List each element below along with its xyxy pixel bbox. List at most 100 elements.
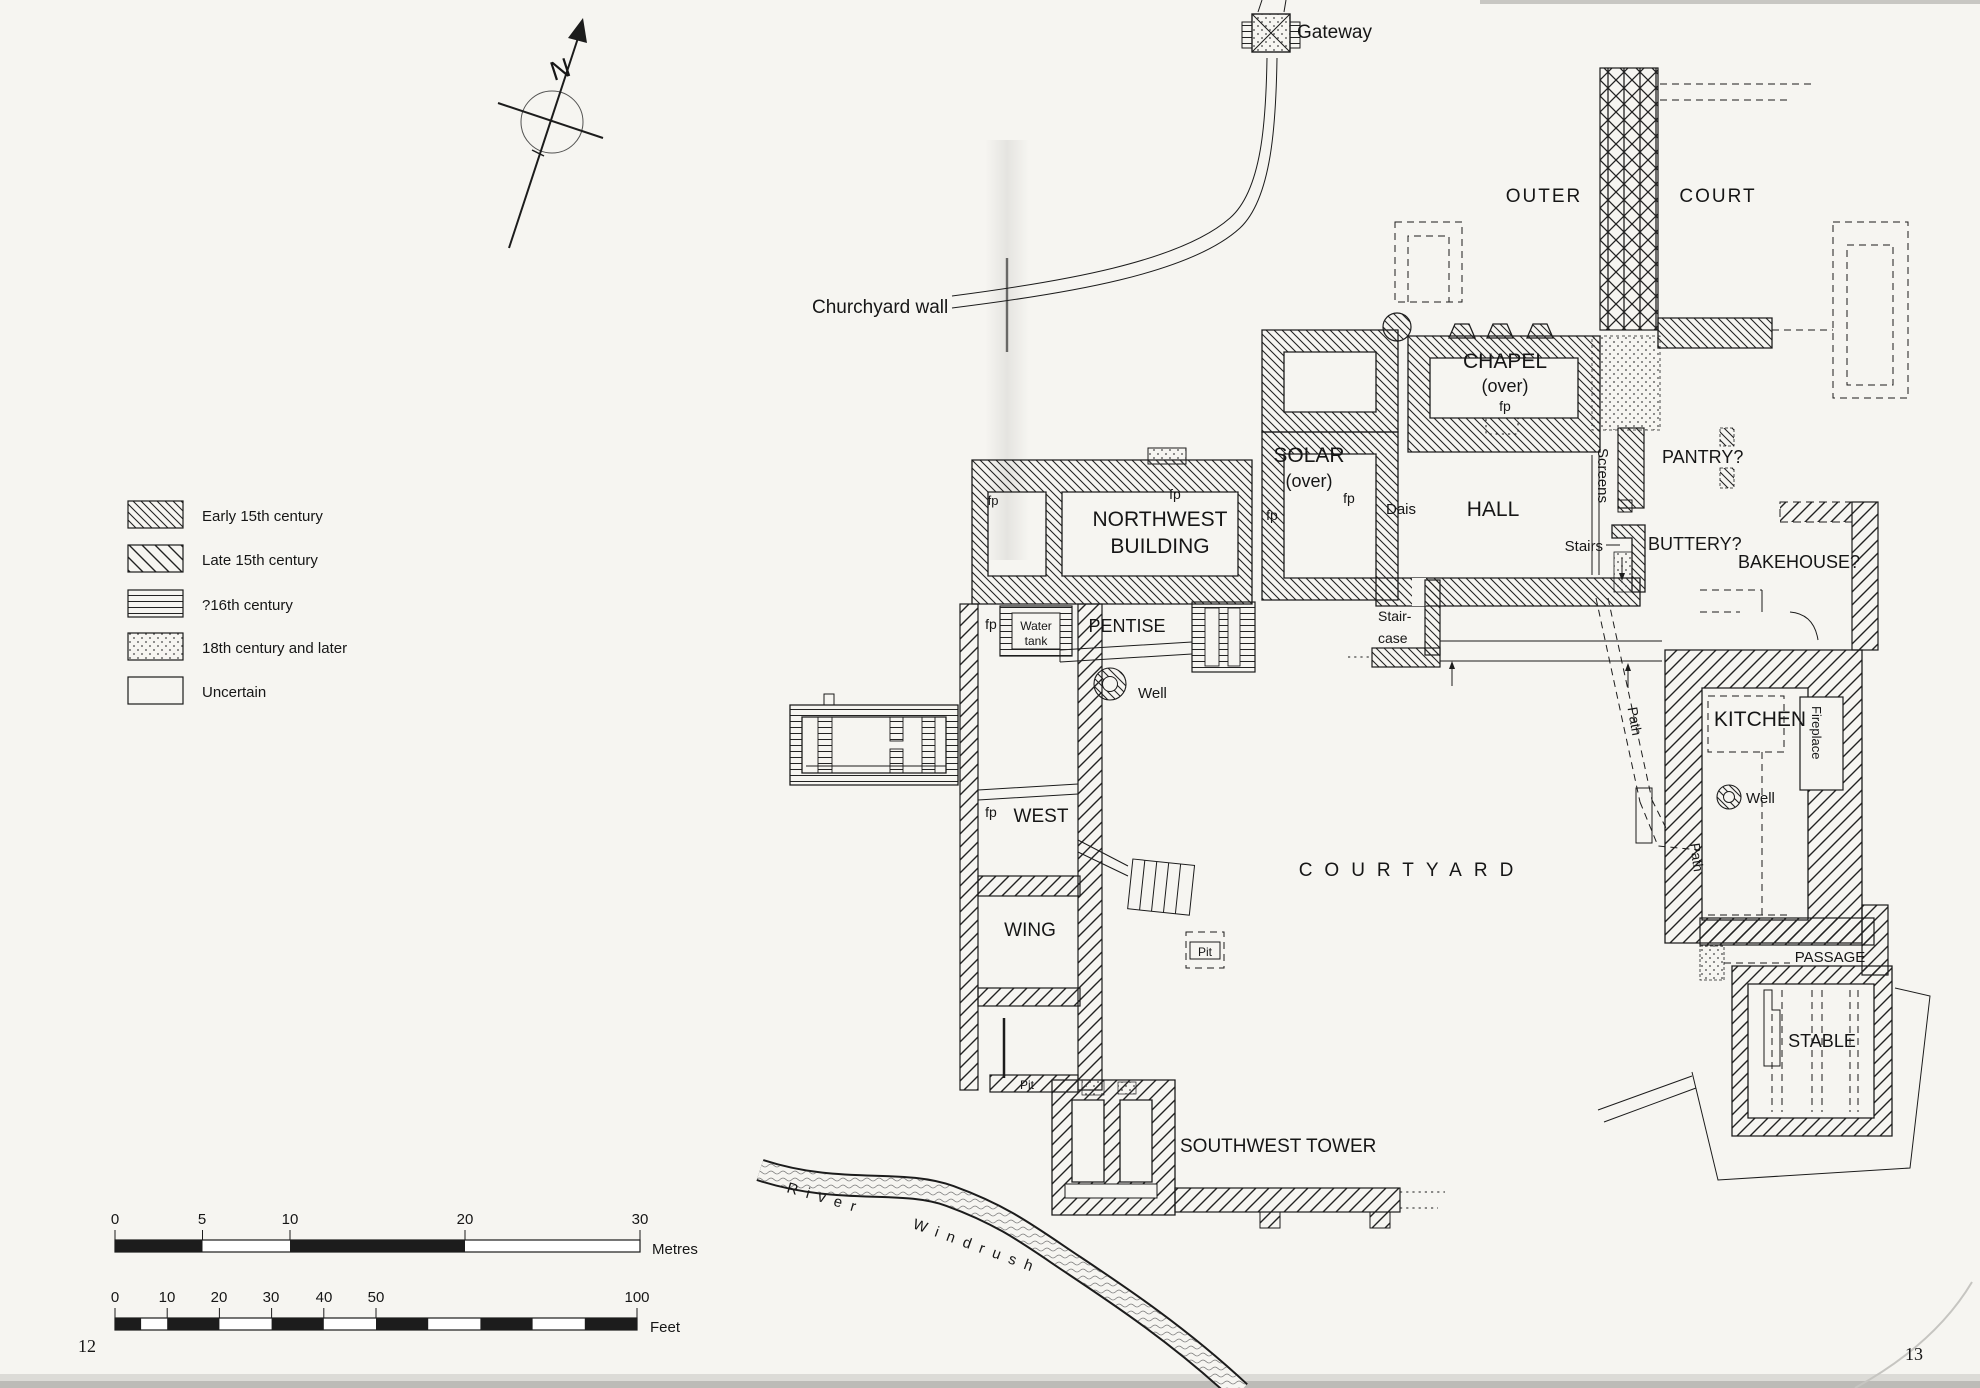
gateway-approach-ticks	[1257, 0, 1287, 13]
west-wing-thin-partition	[977, 783, 1079, 801]
feet-seg-5	[480, 1318, 533, 1330]
feet-tick-0: 0	[111, 1289, 119, 1306]
north-arrow-cross-line	[497, 102, 604, 139]
chapel-buttress-2	[1486, 323, 1514, 339]
legend-swatch-early15	[127, 500, 184, 529]
dashed-rect-north-2	[1407, 235, 1450, 302]
label-water: Water	[1020, 619, 1052, 633]
stairs-stipple	[1613, 551, 1633, 593]
outbuilding-partition-2b	[889, 748, 904, 774]
room-above-solar-walls	[1261, 329, 1399, 433]
southwest-tower	[1051, 1079, 1176, 1216]
northwest-building-walls	[971, 459, 1253, 605]
scale-bar-metres: 0 5 10 20 30 Metres	[111, 1211, 698, 1258]
chapel-fireplace-recess	[1485, 417, 1519, 435]
tower-stipple-1	[1081, 1079, 1105, 1096]
label-kitchen: KITCHEN	[1714, 708, 1806, 731]
label-path-2: Path	[1687, 842, 1707, 873]
stairs-arrow-head	[1619, 573, 1625, 581]
label-passage: PASSAGE	[1795, 949, 1866, 966]
south-wall-band	[1174, 1187, 1401, 1213]
metres-seg-1	[115, 1240, 203, 1252]
label-courtyard: COURTYARD	[1299, 860, 1526, 881]
pit-label-box	[1189, 941, 1221, 960]
pantry-wall-fragment-1	[1719, 427, 1735, 447]
feet-tick-50: 50	[368, 1289, 385, 1306]
path-dashed-1	[1595, 597, 1653, 803]
courtyard-pit	[1185, 931, 1225, 969]
metres-tick-0: 0	[111, 1211, 119, 1228]
north-arrow: N	[497, 18, 604, 249]
page-top-edge	[1480, 0, 1980, 4]
bakehouse-building	[1700, 501, 1879, 651]
label-well-courtyard: Well	[1138, 685, 1167, 702]
scale-bar-feet: 0 10 20 30 40 50 100 Feet	[111, 1289, 681, 1336]
label-tank: tank	[1025, 634, 1049, 648]
west-stairs-drawing	[1127, 858, 1196, 916]
feet-seg-6	[584, 1318, 637, 1330]
north-arrow-shaft	[508, 37, 579, 249]
bakehouse-east-wall	[1851, 501, 1879, 651]
bakehouse-north-wall	[1779, 501, 1853, 523]
dashed-rect-north-1	[1394, 221, 1463, 303]
kitchen-fireplace-recess	[1799, 696, 1844, 791]
courtyard-well-shaft	[1102, 676, 1118, 692]
feet-seg-2	[167, 1318, 220, 1330]
dashed-uncertain-outlines	[1394, 221, 1909, 399]
stair-turret	[1382, 312, 1412, 342]
churchyard-wall-line-1	[951, 57, 1268, 297]
label-outer: OUTER	[1506, 186, 1583, 207]
label-stable: STABLE	[1788, 1031, 1856, 1051]
south-wall-dotted-continuation	[1400, 1191, 1445, 1209]
legend-swatch-18c	[127, 632, 184, 661]
dashed-rect-outer-court-2	[1846, 244, 1894, 386]
page-number-right: 13	[1905, 1344, 1923, 1364]
label-pit-west: Pit	[1020, 1078, 1035, 1092]
outbuilding-partition-2a	[889, 716, 904, 742]
dashed-rect-outer-court-1	[1832, 221, 1909, 399]
pentise-block-slot-2	[1227, 607, 1241, 667]
north-arrow-head	[568, 18, 587, 43]
pantry-wall-fragment-2	[1719, 467, 1735, 489]
hall-south-wall	[1375, 577, 1641, 607]
north-arrow-circle	[520, 90, 584, 154]
west-wing-cross-wall-1	[977, 875, 1081, 897]
label-buttery: BUTTERY?	[1648, 534, 1742, 554]
page-bottom-edge-dark	[0, 1381, 1980, 1388]
label-west-fp: fp	[985, 804, 997, 820]
label-staircase-2: case	[1378, 630, 1408, 646]
label-pit-courtyard: Pit	[1198, 945, 1213, 959]
label-churchyard-wall: Churchyard wall	[812, 297, 948, 318]
path-feature-box	[1635, 787, 1653, 844]
label-path-1: Path	[1625, 706, 1646, 737]
label-solar: SOLAR	[1273, 444, 1344, 467]
label-solar-over: (over)	[1285, 471, 1332, 491]
feet-tick-40: 40	[316, 1289, 333, 1306]
legend-swatch-late15	[127, 544, 184, 573]
stable-stall-divisions	[1771, 990, 1859, 1112]
west-outbuilding-16c	[789, 693, 959, 786]
legend: Early 15th century Late 15th century ?16…	[127, 500, 347, 705]
label-hall: HALL	[1467, 498, 1520, 521]
label-chapel-fp: fp	[1499, 398, 1511, 414]
feet-seg-4	[376, 1318, 429, 1330]
label-gateway: Gateway	[1297, 22, 1372, 43]
outbuilding-top-post	[823, 693, 835, 706]
kitchen-dashed-details	[1707, 695, 1790, 916]
stable-walls	[1731, 965, 1893, 1137]
page-curl-line	[1854, 1281, 1973, 1388]
tower-stipple-2	[1117, 1081, 1137, 1095]
south-wall-buttress-1	[1259, 1211, 1281, 1229]
pantry-area	[1657, 317, 1773, 489]
feet-seg-1	[115, 1318, 142, 1330]
stipple-patch-top-wall	[1147, 447, 1187, 465]
churchyard-wall-and-gateway	[951, 0, 1301, 309]
staircase-south-wall	[1371, 647, 1441, 668]
dashed-wall-top-right	[1660, 83, 1815, 101]
corridor-arrow-1-head	[1449, 661, 1455, 669]
bakehouse-dashed-walls	[1700, 589, 1762, 613]
hall-range	[1348, 427, 1645, 658]
north-arrow-tick	[531, 149, 545, 157]
pit-dashed-box	[1185, 931, 1225, 969]
legend-label-early15: Early 15th century	[202, 508, 323, 525]
